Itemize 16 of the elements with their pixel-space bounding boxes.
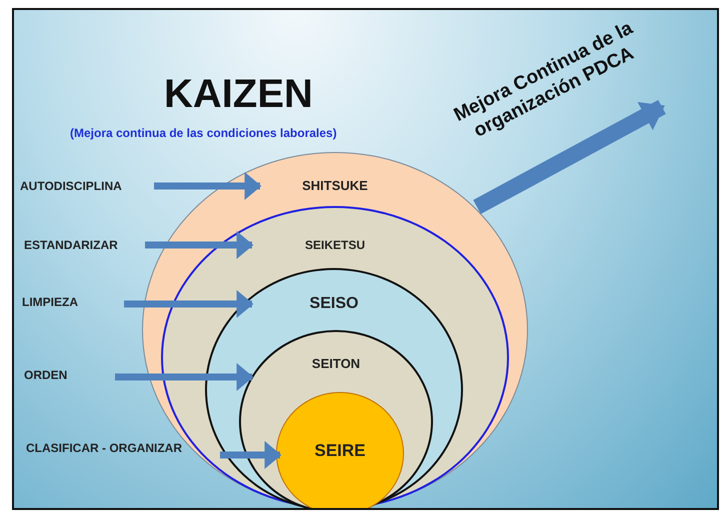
ellipse-label: SEIKETSU	[304, 238, 366, 252]
side-label: LIMPIEZA	[22, 295, 78, 309]
ellipse-label: SEITON	[310, 356, 362, 371]
arrow	[115, 363, 254, 391]
ellipse-label: SEIRE	[313, 441, 367, 461]
arrow	[473, 100, 666, 214]
ellipse-label: SEISO	[308, 295, 360, 313]
ellipse-label: SHITSUKE	[301, 178, 369, 193]
title: KAIZEN	[164, 72, 313, 117]
arrow	[220, 441, 282, 469]
side-label: ESTANDARIZAR	[24, 238, 118, 252]
side-label: ORDEN	[24, 368, 68, 382]
side-label: CLASIFICAR - ORGANIZAR	[26, 441, 182, 455]
arrow	[154, 172, 262, 200]
subtitle: (Mejora continua de las condiciones laborales)	[70, 126, 337, 140]
side-label: AUTODISCIPLINA	[20, 179, 122, 193]
